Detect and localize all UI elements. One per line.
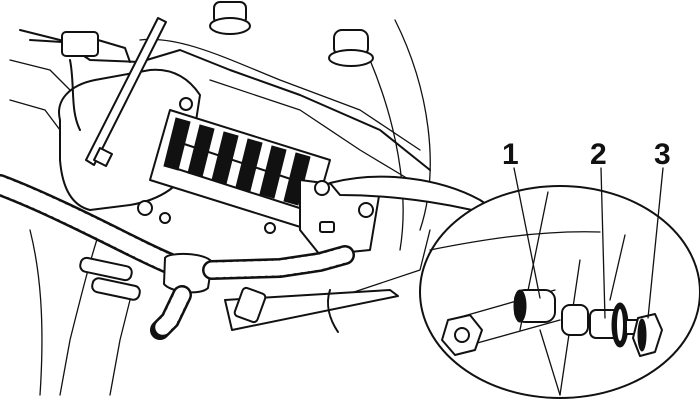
detail-magnifier xyxy=(419,185,700,399)
part-1-spacer-sleeve xyxy=(513,289,556,323)
hose-coupler xyxy=(163,252,213,294)
callout-number-3: 3 xyxy=(654,138,671,171)
detail-left-nut xyxy=(441,314,483,356)
callout-number-2: 2 xyxy=(590,138,607,171)
detail-bushing xyxy=(561,304,589,336)
part-2-washer xyxy=(589,302,629,348)
corrugated-hose-left xyxy=(0,174,191,279)
top-stud-right xyxy=(328,29,374,67)
callout-number-1: 1 xyxy=(502,138,519,171)
part-3-bolt xyxy=(625,313,663,357)
callout-leaders xyxy=(513,167,664,319)
sensor-connector xyxy=(224,286,399,333)
hose-clip xyxy=(29,31,131,131)
diagonal-rod xyxy=(85,17,167,167)
corrugated-hose-lower xyxy=(150,285,192,340)
corrugated-hose-right xyxy=(202,245,355,280)
lower-pipes xyxy=(79,256,141,301)
top-stud-left xyxy=(209,1,251,35)
